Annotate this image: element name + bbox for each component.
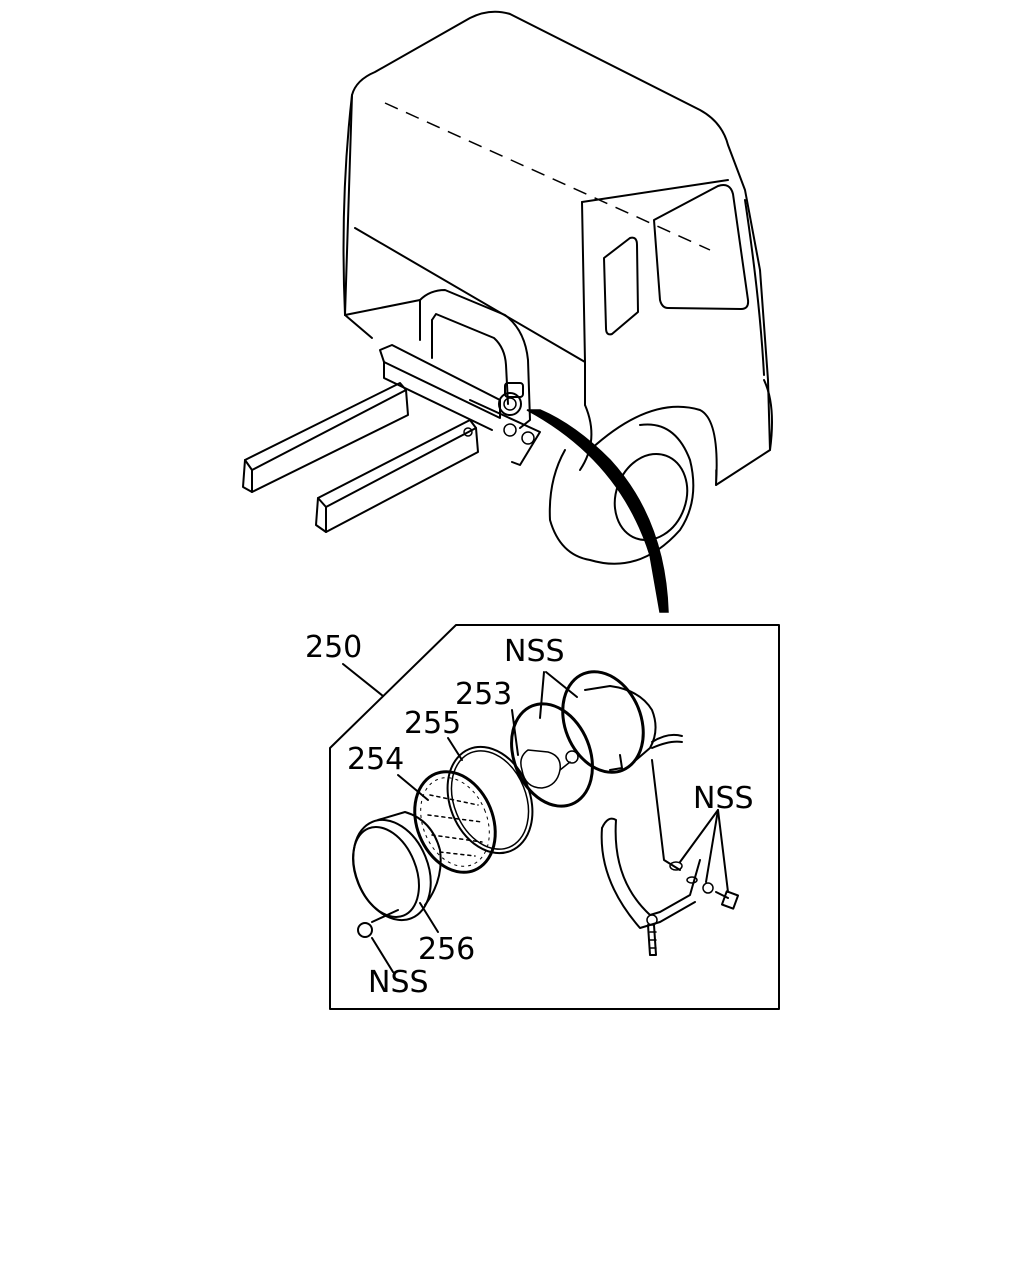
callout-253: 253 <box>455 677 512 712</box>
leader-nss-bracket-b <box>705 809 719 883</box>
side-window <box>603 236 639 336</box>
callout-nss-bracket: NSS <box>693 781 754 816</box>
leader-254 <box>397 774 429 801</box>
leader-255 <box>447 737 463 761</box>
detail-box <box>329 624 780 1010</box>
gasket-ring <box>446 745 534 855</box>
callout-255: 255 <box>404 706 461 741</box>
leader-nss-housing-a <box>539 671 545 719</box>
truck-cab <box>342 10 773 486</box>
leader-256 <box>419 902 439 933</box>
chassis-frame <box>242 289 541 533</box>
leader-nss-bracket-c <box>717 809 729 893</box>
door-window <box>653 184 750 310</box>
lamp-lens <box>413 770 497 874</box>
detail-leader-arc <box>526 409 669 613</box>
bracket-bolts <box>702 882 740 910</box>
bulb-socket <box>510 702 594 808</box>
callout-nss-housing: NSS <box>504 634 565 669</box>
callout-250: 250 <box>305 630 362 665</box>
mounting-bracket <box>600 759 701 956</box>
callout-256: 256 <box>418 932 475 967</box>
truck-mounted-lamp <box>498 382 524 416</box>
rim-ring <box>352 811 442 922</box>
leader-nss-housing-b <box>545 671 578 698</box>
leader-nss-screw <box>371 937 394 973</box>
callout-nss-screw: NSS <box>368 965 429 1000</box>
leader-250 <box>342 663 384 697</box>
leader-253 <box>511 709 519 756</box>
leader-nss-bracket-a <box>679 809 719 863</box>
callout-254: 254 <box>347 742 404 777</box>
lamp-housing <box>561 670 683 774</box>
rim-screw <box>357 909 399 938</box>
